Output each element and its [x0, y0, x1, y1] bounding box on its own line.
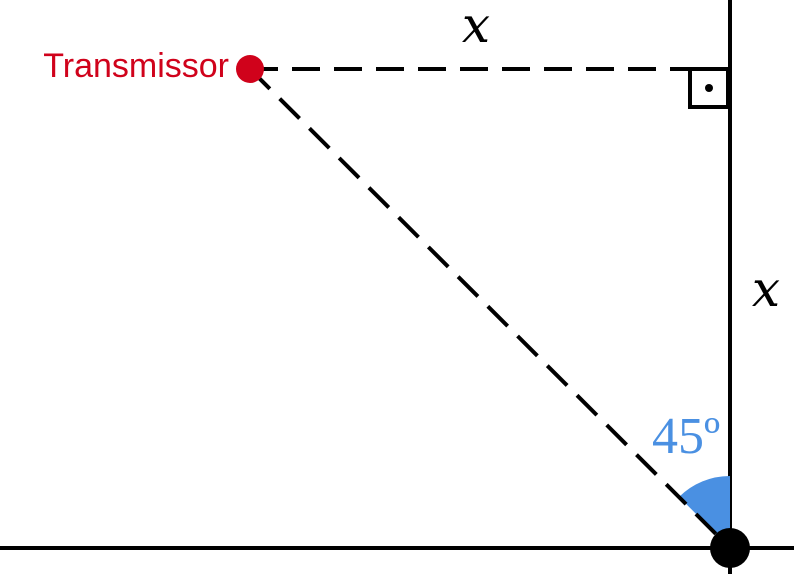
angle-label: 45º [652, 408, 720, 465]
hypotenuse-dashed-segment [248, 67, 732, 550]
vertex-point [710, 528, 750, 568]
right-angle-dot-icon [705, 84, 713, 92]
top-side-label: x [462, 0, 490, 54]
right-side-label: x [752, 260, 780, 318]
angle-wedge [679, 475, 730, 548]
transmitter-label: Transmissor [43, 47, 229, 85]
transmitter-point [236, 55, 264, 83]
